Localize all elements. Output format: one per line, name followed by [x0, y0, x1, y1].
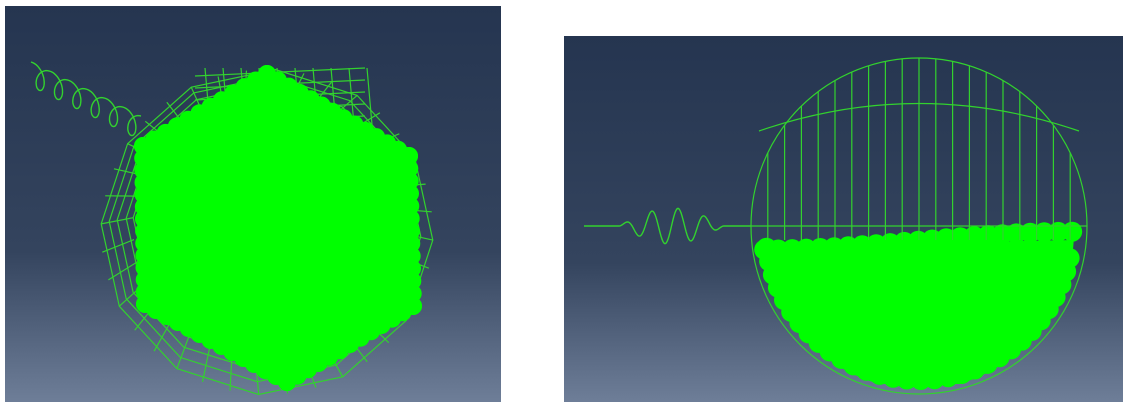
cage-strut	[108, 260, 140, 281]
half-sphere-particle-cluster	[754, 221, 1083, 390]
particle	[401, 209, 420, 228]
hexagon-particle-cluster	[134, 65, 422, 391]
right-simulation-view	[564, 36, 1123, 402]
particle	[400, 147, 418, 165]
particle	[258, 65, 276, 83]
cage-strut	[101, 217, 134, 225]
particle	[400, 172, 419, 190]
particle	[403, 284, 422, 303]
particle	[401, 184, 419, 203]
particle	[403, 259, 421, 278]
hexagon-body	[143, 74, 413, 382]
particle	[796, 238, 817, 259]
left-simulation-view	[5, 6, 501, 402]
left-viewport	[5, 6, 501, 402]
coil-spring-wire	[30, 61, 142, 137]
cage-strut	[102, 239, 135, 253]
particle	[1034, 222, 1055, 243]
right-viewport	[564, 36, 1123, 402]
particle	[402, 247, 421, 265]
right-wire-cage	[750, 57, 1088, 395]
particle	[1062, 221, 1083, 242]
sinusoidal-wave-wire	[584, 207, 751, 245]
particle	[1020, 222, 1041, 243]
cage-mesh-line	[366, 67, 374, 137]
particle	[782, 239, 803, 260]
particle	[756, 237, 777, 258]
particle	[1006, 223, 1027, 244]
particle	[402, 222, 420, 240]
